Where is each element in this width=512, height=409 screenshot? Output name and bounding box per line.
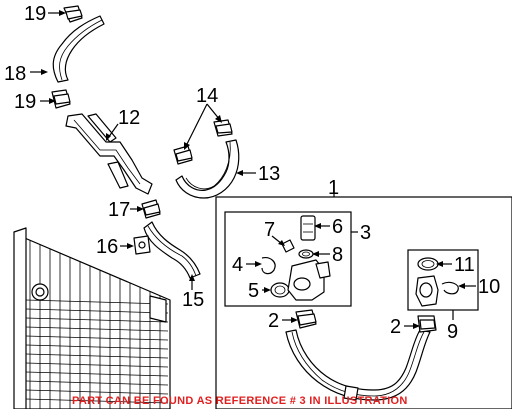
hose-clamp-2-left [295, 309, 317, 329]
radiator-fin [25, 299, 169, 305]
callout-3: 3 [360, 222, 371, 244]
coolant-hose-15 [143, 221, 201, 279]
callout-labels: 19 18 19 12 14 13 1 17 7 6 3 16 8 4 11 5… [4, 3, 500, 343]
connector-9 [415, 275, 439, 307]
hose-clamp-14-left [173, 145, 193, 165]
callout-11: 11 [454, 254, 475, 276]
mounting-bracket-16 [133, 235, 151, 255]
callout-1: 1 [328, 177, 339, 199]
callout-2-left: 2 [268, 310, 279, 332]
reference-caption: PART CAN BE FOUND AS REFERENCE # 3 IN IL… [72, 395, 408, 407]
radiator-fin [25, 353, 169, 359]
radiator [13, 227, 171, 409]
callout-14: 14 [196, 85, 218, 107]
radiator-fin [25, 344, 169, 350]
radiator-fin [25, 308, 169, 314]
radiator-fin [25, 389, 169, 395]
sub-assembly-box-9 [407, 249, 479, 311]
hose-clamp-2-right [417, 315, 437, 333]
callout-10: 10 [478, 276, 500, 298]
coolant-housing-3 [287, 259, 331, 301]
radiator-fin [25, 326, 169, 332]
hose-clamp-14-right [213, 119, 233, 137]
o-ring-8 [298, 249, 314, 259]
callout-18: 18 [4, 63, 26, 85]
radiator-fin [25, 317, 169, 323]
callout-5: 5 [248, 280, 259, 302]
callout-9: 9 [447, 321, 458, 343]
callout-16: 16 [96, 236, 118, 258]
callout-17: 17 [108, 199, 130, 221]
callout-15: 15 [182, 289, 204, 311]
hose-clamp-lower [51, 89, 71, 109]
hose-clamp-17 [141, 199, 161, 219]
lower-coolant-hose [285, 329, 431, 401]
coolant-hose-13 [175, 139, 240, 199]
seal-ring-5 [270, 282, 290, 298]
small-clip-7 [281, 239, 295, 253]
sub-assembly-box-3 [224, 211, 352, 307]
leader-lines [30, 10, 476, 329]
callout-6: 6 [332, 216, 343, 238]
retaining-clip-4 [261, 257, 276, 275]
radiator-fin [25, 398, 169, 404]
o-ring-11 [417, 257, 439, 271]
clip-10 [441, 281, 459, 295]
sensor-part-6 [300, 215, 316, 241]
radiator-fin [25, 362, 169, 368]
callout-12: 12 [118, 107, 140, 129]
callout-8: 8 [332, 244, 343, 266]
callout-4: 4 [232, 254, 243, 276]
callout-13: 13 [258, 163, 280, 185]
radiator-fin [25, 371, 169, 377]
callout-7: 7 [264, 219, 275, 241]
callout-19-top: 19 [24, 3, 46, 25]
upper-coolant-hose [52, 15, 105, 83]
callout-19-lower: 19 [14, 91, 36, 113]
hose-clamp-top [63, 5, 83, 23]
radiator-fin [25, 380, 169, 386]
assembly-box [215, 196, 512, 409]
callout-2-right: 2 [390, 316, 401, 338]
radiator-fin [25, 335, 169, 341]
